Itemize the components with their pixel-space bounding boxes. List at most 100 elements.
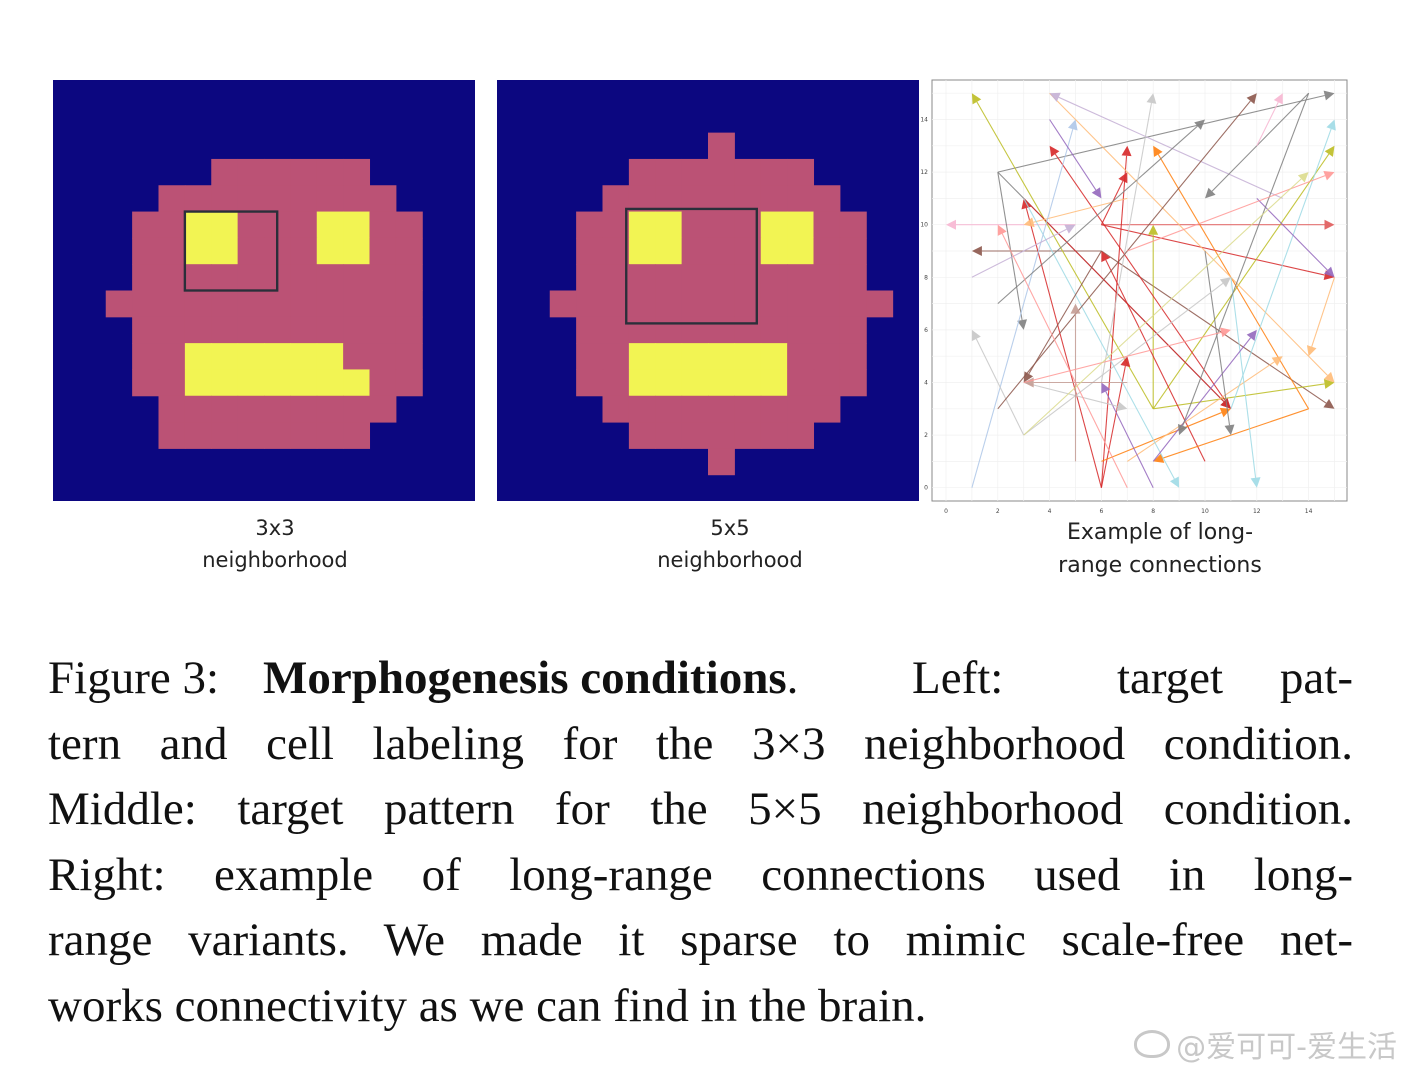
figure-label: Figure 3: — [48, 652, 220, 704]
arrow-head — [997, 224, 1007, 236]
body-cell — [316, 264, 344, 292]
body-cell — [158, 211, 186, 239]
body-cell — [184, 316, 212, 344]
connection-arrow — [1023, 250, 1102, 383]
arrow-head — [1064, 224, 1076, 234]
signal-cell — [760, 237, 788, 265]
arrow-head — [1194, 119, 1205, 130]
arrow-head — [1323, 266, 1335, 278]
connection-arrow — [1023, 172, 1309, 436]
signal-cell — [316, 343, 344, 370]
body-cell — [132, 343, 160, 370]
label-line: 5x5 — [710, 516, 750, 540]
arrow-head — [1148, 224, 1159, 235]
label-long-range: Example of long- range connections — [1000, 516, 1320, 582]
body-cell — [395, 237, 423, 265]
body-cell — [655, 290, 683, 318]
y-tick-label: 8 — [924, 274, 928, 281]
arrow-head — [1023, 217, 1035, 228]
body-cell — [290, 158, 318, 186]
connection-arrow — [1153, 145, 1310, 410]
connection-arrow — [997, 172, 1028, 330]
body-cell — [681, 264, 709, 292]
body-cell — [602, 316, 630, 344]
body-cell — [132, 290, 160, 318]
arrow-head — [1323, 170, 1335, 181]
signal-cell — [760, 343, 788, 370]
signal-cell — [264, 343, 291, 370]
panel-5x5-pattern — [497, 80, 919, 501]
arrow-line — [1182, 93, 1310, 426]
body-cell — [369, 395, 397, 423]
arrow-head — [1246, 329, 1257, 341]
body-cell — [343, 343, 371, 370]
arrow-line — [997, 125, 1198, 305]
arrow-line — [1100, 180, 1124, 225]
arrow-head — [1120, 356, 1131, 367]
connection-arrow — [1100, 356, 1131, 488]
body-cell — [211, 158, 239, 186]
connection-arrow — [1127, 170, 1335, 252]
body-cell — [628, 185, 656, 213]
body-cell — [369, 369, 397, 397]
signal-cell — [708, 369, 735, 397]
body-cell — [237, 395, 265, 423]
arrow-head — [1146, 93, 1157, 104]
body-cell — [813, 211, 841, 239]
body-cell — [184, 290, 212, 318]
body-cell — [576, 211, 604, 239]
connection-arrow — [1023, 381, 1128, 412]
arrow-head — [971, 329, 981, 342]
arrow-line — [1127, 175, 1326, 252]
arrow-line — [1126, 361, 1275, 462]
plot-frame — [931, 79, 1348, 502]
x-tick-label: 0 — [944, 508, 948, 515]
caption-line: range variants. We made it sparse to mim… — [48, 914, 1353, 966]
connection-arrow — [1205, 92, 1309, 199]
connection-arrow — [1101, 382, 1154, 488]
body-cell — [708, 185, 735, 213]
connection-arrow — [1101, 251, 1206, 462]
body-cell — [760, 185, 788, 213]
signal-cell — [211, 369, 239, 397]
body-cell — [681, 316, 709, 344]
body-cell — [708, 395, 735, 423]
connection-arrow — [1152, 145, 1335, 410]
arrow-line — [1023, 381, 1118, 407]
connection-arrow — [1177, 93, 1310, 436]
body-cell — [290, 185, 318, 213]
body-cell — [290, 237, 318, 265]
arrow-line — [1230, 128, 1332, 409]
connection-arrow — [1101, 407, 1231, 462]
signal-cell — [316, 369, 344, 397]
signal-cell — [628, 211, 656, 239]
connection-arrow — [1204, 250, 1235, 436]
body-cell — [708, 237, 735, 265]
body-cell — [576, 264, 604, 292]
connection-arrow — [1306, 277, 1336, 357]
connection-arrow — [946, 219, 1076, 230]
signal-cell — [184, 237, 212, 265]
connection-arrow — [1100, 172, 1128, 225]
neighborhood-box-3x3 — [183, 210, 279, 292]
arrow-line — [1023, 198, 1175, 480]
arrow-head — [1205, 187, 1216, 199]
body-cell — [132, 264, 160, 292]
signal-cell — [237, 369, 265, 397]
signal-cell — [290, 343, 318, 370]
body-cell — [576, 369, 604, 397]
arrow-line — [1152, 153, 1330, 410]
body-cell — [681, 290, 709, 318]
body-cell — [105, 290, 133, 318]
body-cell — [211, 395, 239, 423]
body-cell — [602, 264, 630, 292]
caption-line: works connectivity as we can find in the… — [48, 979, 927, 1032]
body-cell — [787, 185, 815, 213]
body-cell — [395, 369, 423, 397]
body-cell — [316, 290, 344, 318]
arrow-line — [1023, 198, 1225, 403]
arrow-line — [1100, 365, 1126, 488]
body-cell — [760, 290, 788, 318]
connection-arrow — [1023, 198, 1180, 488]
